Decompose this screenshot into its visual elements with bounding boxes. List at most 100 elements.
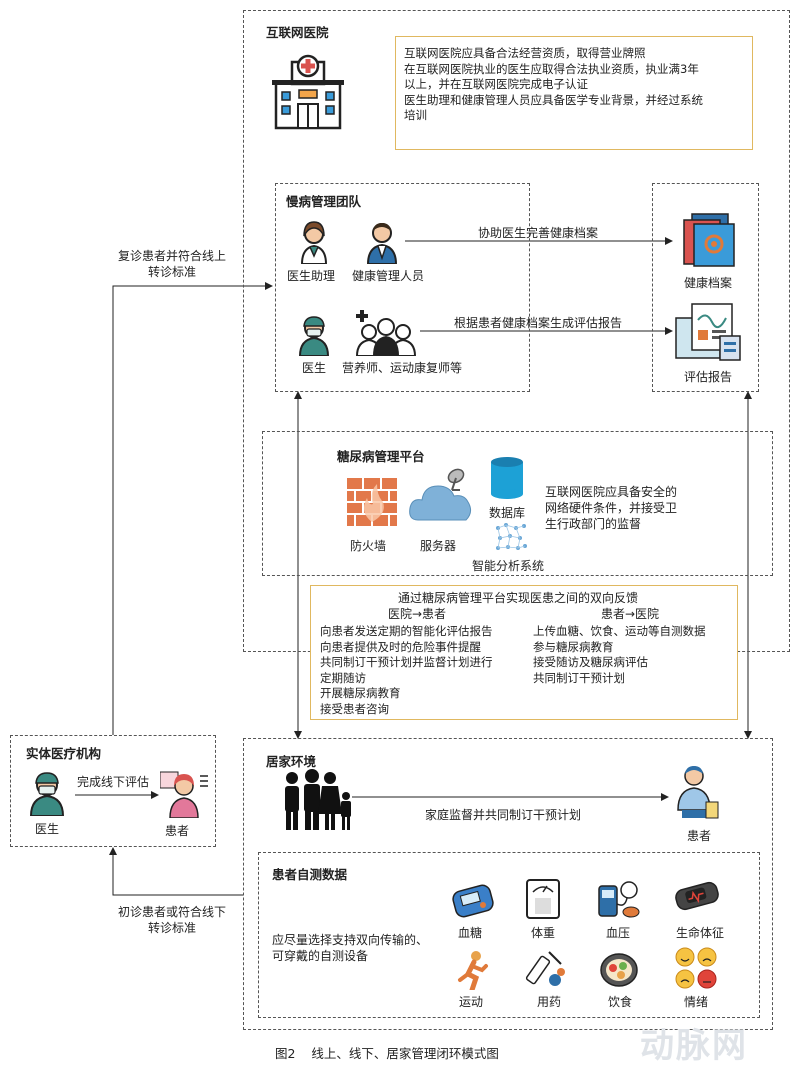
health-file-label: 健康档案 — [684, 276, 733, 290]
first-visit-line-2: 转诊标准 — [148, 921, 197, 935]
member-doctor-label: 医生 — [302, 361, 327, 375]
hospital-title: 互联网医院 — [266, 25, 329, 40]
analysis-network-icon — [496, 523, 527, 550]
watermark-logo: 动脉网 — [640, 1018, 748, 1067]
device-vitals-label: 生命体征 — [676, 926, 725, 940]
physical-patient-label: 患者 — [165, 824, 190, 838]
selftest-note: 应尽量选择支持双向传输的、 可穿戴的自测设备 — [272, 932, 428, 964]
first-visit-line-1: 初诊患者或符合线下 — [118, 905, 227, 919]
figure-caption: 图2 线上、线下、居家管理闭环模式图 — [275, 1046, 499, 1061]
database-icon — [491, 457, 523, 499]
req-line-2: 在互联网医院执业的医生应取得合法执业资质，执业满3年 — [404, 61, 699, 76]
team-title: 慢病管理团队 — [286, 194, 362, 209]
home-patient-icon — [677, 766, 719, 819]
feedback-left-item: 定期随访 — [320, 670, 366, 685]
platform-note-line-3: 生行政部门的监督 — [545, 517, 642, 531]
device-bp-label: 血压 — [606, 926, 631, 940]
server-label: 服务器 — [420, 539, 457, 553]
firewall-label: 防火墙 — [350, 539, 387, 553]
platform-box — [262, 431, 773, 576]
selftest-box — [258, 852, 760, 1018]
hospital-building-icon — [272, 54, 344, 130]
feedback-left-item: 接受患者咨询 — [320, 701, 389, 716]
doctor-assistant-icon — [300, 221, 328, 264]
device-exercise-label: 运动 — [459, 995, 484, 1009]
report-icon — [675, 303, 741, 361]
member-nutritionist-label: 营养师、运动康复师等 — [342, 361, 463, 375]
physical-title: 实体医疗机构 — [26, 746, 102, 761]
feedback-box — [310, 585, 738, 720]
doctor-icon — [298, 316, 330, 356]
feedback-right-item: 共同制订干预计划 — [533, 670, 625, 685]
device-diet-label: 饮食 — [608, 995, 633, 1009]
generate-arrow-label: 根据患者健康档案生成评估报告 — [454, 316, 623, 330]
return-visit-line-2: 转诊标准 — [148, 265, 197, 279]
scale-icon — [526, 879, 560, 919]
medication-icon — [525, 951, 565, 986]
watermark-text: 动脉网 — [640, 1026, 748, 1066]
feedback-left-list: 向患者发送定期的智能化评估报告 向患者提供及时的危险事件提醒 共同制订干预计划并… — [320, 624, 493, 717]
vital-signs-watch-icon — [675, 881, 719, 911]
feedback-left-item: 向患者发送定期的智能化评估报告 — [320, 624, 493, 638]
member-manager-label: 健康管理人员 — [352, 269, 425, 283]
return-visit-label: 复诊患者并符合线上 转诊标准 — [118, 248, 226, 280]
offline-eval-label: 完成线下评估 — [77, 775, 150, 789]
feedback-left-head: 医院→患者 — [388, 607, 447, 621]
req-line-3: 以上，并在互联网医院完成电子认证 — [404, 77, 588, 91]
records-box — [652, 183, 759, 392]
feedback-left-item: 共同制订干预计划并监督计划进行 — [320, 655, 493, 669]
platform-note: 互联网医院应具备安全的 网络硬件条件，并接受卫 生行政部门的监督 — [545, 484, 677, 532]
selftest-title: 患者自测数据 — [272, 867, 348, 882]
platform-title: 糖尿病管理平台 — [337, 449, 425, 464]
family-icon — [285, 769, 351, 830]
device-emotion-label: 情绪 — [684, 995, 709, 1009]
member-assistant-label: 医生助理 — [287, 269, 336, 283]
home-patient-label: 患者 — [687, 829, 712, 843]
device-weight-label: 体重 — [531, 926, 556, 940]
chronic-team-box — [275, 183, 530, 392]
health-file-icon — [683, 213, 735, 267]
arrow-return-visit — [112, 282, 273, 735]
physical-doctor-label: 医生 — [35, 822, 60, 836]
feedback-right-list: 上传血糖、饮食、运动等自测数据 参与糖尿病教育 接受随访及糖尿病评估 共同制订干… — [533, 624, 706, 686]
platform-note-line-2: 网络硬件条件，并接受卫 — [545, 501, 678, 515]
feedback-right-item: 接受随访及糖尿病评估 — [533, 655, 648, 669]
selftest-note-line-2: 可穿戴的自测设备 — [272, 949, 369, 963]
glucose-meter-icon — [452, 884, 494, 918]
selftest-note-line-1: 应尽量选择支持双向传输的、 — [272, 933, 429, 947]
device-glucose-label: 血糖 — [458, 926, 483, 940]
hospital-requirements-box: 互联网医院应具备合法经营资质，取得营业牌照 在互联网医院执业的医生应取得合法执业… — [395, 36, 753, 150]
family-monitor-label: 家庭监督并共同制订干预计划 — [425, 808, 582, 822]
physical-institution-box — [10, 735, 216, 847]
platform-note-line-1: 互联网医院应具备安全的 — [545, 485, 678, 499]
return-visit-line-1: 复诊患者并符合线上 — [118, 249, 227, 263]
diet-icon — [600, 953, 638, 987]
firewall-icon — [347, 478, 397, 526]
report-label: 评估报告 — [684, 370, 733, 384]
home-environment-box — [243, 738, 773, 1030]
physical-doctor-icon — [29, 772, 65, 816]
arrow-first-visit — [109, 847, 243, 896]
feedback-left-item: 向患者提供及时的危险事件提醒 — [320, 639, 481, 654]
emotion-faces-icon — [675, 947, 717, 989]
feedback-left-item: 开展糖尿病教育 — [320, 686, 401, 700]
device-medication-label: 用药 — [537, 995, 562, 1009]
req-line-4: 医生助理和健康管理人员应具备医学专业背景，并经过系统 — [404, 92, 703, 107]
home-title: 居家环境 — [266, 754, 317, 769]
assist-arrow-label: 协助医生完善健康档案 — [478, 226, 599, 240]
feedback-right-item: 参与糖尿病教育 — [533, 639, 614, 654]
req-line-1: 互联网医院应具备合法经营资质，取得营业牌照 — [404, 46, 646, 60]
feedback-right-item: 上传血糖、饮食、运动等自测数据 — [533, 624, 706, 638]
nutritionist-group-icon — [355, 310, 417, 356]
server-cloud-icon — [409, 468, 472, 521]
database-label: 数据库 — [489, 506, 526, 520]
exercise-icon — [458, 951, 488, 990]
feedback-right-head: 患者→医院 — [601, 607, 660, 621]
analysis-label: 智能分析系统 — [472, 559, 545, 573]
physical-patient-icon — [160, 771, 208, 818]
req-line-5: 培训 — [404, 108, 427, 122]
blood-pressure-icon — [598, 881, 640, 918]
health-manager-icon — [366, 223, 398, 264]
first-visit-label: 初诊患者或符合线下 转诊标准 — [118, 904, 226, 936]
